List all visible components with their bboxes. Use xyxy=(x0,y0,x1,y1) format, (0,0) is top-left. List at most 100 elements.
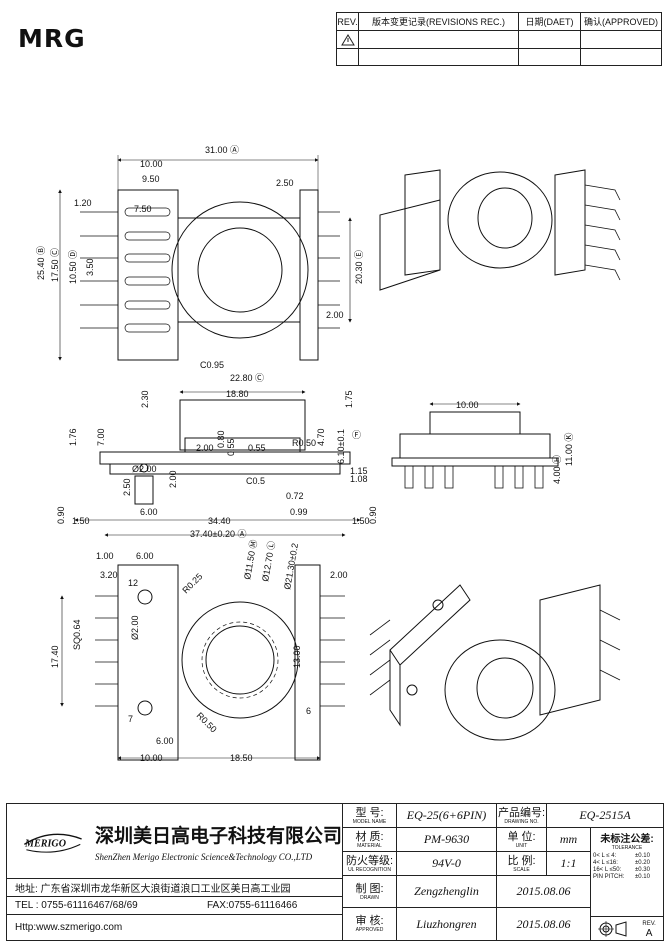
material-label: 材 质: xyxy=(355,830,384,843)
dim-text: 2.30 xyxy=(140,390,150,408)
projection-symbol-icon xyxy=(598,920,627,937)
dim-text: 31.00 Ⓐ xyxy=(205,145,239,155)
technical-drawing: 31.00 Ⓐ 10.00 9.50 2.50 1.20 7.50 25.40 … xyxy=(36,145,621,763)
sheet-rev-label: REV. xyxy=(642,920,656,927)
revision-header-row: REV. 版本变更记录(REVISIONS REC.) 日期(DAET) 确认(… xyxy=(337,13,661,31)
dim-text: 9.50 xyxy=(142,174,160,184)
fax: FAX:0755-61116466 xyxy=(207,897,343,915)
dim-text: 2.00 xyxy=(326,310,344,320)
side-view xyxy=(74,390,361,537)
revision-row xyxy=(337,31,661,49)
dim-text: 3.20 xyxy=(100,570,118,580)
dim-text: 12 xyxy=(128,578,138,588)
dim-text: 1.15 xyxy=(350,466,368,476)
revision-row xyxy=(337,49,661,66)
dim-text: 1.50 xyxy=(72,516,90,526)
dim-text: 17.50 Ⓒ xyxy=(50,248,60,282)
dim-text: 6 xyxy=(306,706,311,716)
dim-text: Ø21.30±0.2 xyxy=(282,542,300,590)
tolerance-range: 16< L ≤50: xyxy=(593,867,622,873)
dim-text: 1.75 xyxy=(344,390,354,408)
approved-date: 2015.08.06 xyxy=(497,908,591,940)
dim-text: 2.50 xyxy=(276,178,294,188)
dim-text: 6.00 xyxy=(156,736,174,746)
dim-text: 2.50 xyxy=(122,478,132,496)
rev-triangle-icon xyxy=(337,31,359,48)
dim-text: 10.00 xyxy=(140,753,163,763)
dim-text: 20.30 Ⓔ xyxy=(354,250,364,284)
scale-value: 1:1 xyxy=(547,852,591,876)
sheet-rev-value: A xyxy=(645,927,653,939)
title-block: MERIGO 深圳美日高电子科技有限公司 ShenZhen Merigo Ele… xyxy=(6,803,664,941)
revision-table: REV. 版本变更记录(REVISIONS REC.) 日期(DAET) 确认(… xyxy=(336,12,662,66)
dim-text: Ø11.50 Ⓜ xyxy=(242,539,259,580)
dim-text: SQ0.64 xyxy=(72,619,82,650)
dim-text: 7.50 xyxy=(134,204,152,214)
dim-text: 18.80 xyxy=(226,389,249,399)
revisions-col-header: 版本变更记录(REVISIONS REC.) xyxy=(359,13,519,30)
drawing-no-value: EQ-2515A xyxy=(547,804,663,828)
company-name-en: ShenZhen Merigo Electronic Science&Techn… xyxy=(94,851,313,862)
tolerance-range: 0< L ≤ 4: xyxy=(593,853,617,859)
bottom-view xyxy=(60,564,345,761)
drawn-label: 制 图: xyxy=(355,882,384,895)
tolerance-value: ±0.10 xyxy=(635,874,650,880)
dim-text: 18.50 xyxy=(230,753,253,763)
dim-text: 2.00 xyxy=(196,443,214,453)
merigo-logo-icon: MERIGO xyxy=(24,833,82,853)
tolerance-sub: TOLERANCE xyxy=(611,845,643,851)
dim-text: 25.40 Ⓑ xyxy=(36,246,46,280)
dim-text: 0.99 xyxy=(290,507,308,517)
dim-text: 7.00 xyxy=(96,428,106,446)
dim-text: 1.00 xyxy=(96,551,114,561)
tel: TEL : 0755-61116467/68/69 xyxy=(7,897,207,915)
dim-text: 1.76 xyxy=(68,428,78,446)
tolerance-value: ±0.10 xyxy=(635,853,650,859)
dim-text: R0.50 xyxy=(292,438,316,448)
end-view xyxy=(391,402,559,489)
tolerance-range: PIN PITCH: xyxy=(593,874,625,880)
dim-text: C0.5 xyxy=(246,476,265,486)
unit-value: mm xyxy=(547,828,591,852)
svg-text:MERIGO: MERIGO xyxy=(24,838,66,849)
dim-text: 1.50 xyxy=(352,516,370,526)
dim-text: 1.20 xyxy=(74,198,92,208)
dim-text: 22.80 Ⓒ xyxy=(230,373,264,383)
company-name-cn: 深圳美日高电子科技有限公司 xyxy=(94,824,342,847)
drawn-name: Zengzhenglin xyxy=(397,876,497,908)
dim-text: 0.80 xyxy=(216,430,226,448)
dim-text: 0.90 xyxy=(368,506,378,524)
iso-view-bottom xyxy=(369,584,621,741)
bottom-view-dimensions: 1.00 6.00 3.20 R0.25 Ø11.50 Ⓜ Ø12.70 Ⓛ Ø… xyxy=(50,539,348,763)
model-label: 型 号: xyxy=(355,806,384,819)
website-link[interactable]: Http:www.szmerigo.com xyxy=(7,915,343,940)
iso-view-top xyxy=(379,169,621,291)
dim-text: 0.55 xyxy=(226,438,236,456)
drawn-date: 2015.08.06 xyxy=(497,876,591,908)
tolerance-value: ±0.20 xyxy=(635,860,650,866)
dim-text: 2.00 xyxy=(330,570,348,580)
dim-text: 0.72 xyxy=(286,491,304,501)
dim-text: 7 xyxy=(128,714,133,724)
dim-text: 1.08 xyxy=(350,474,368,484)
dim-text: 11.00 Ⓚ xyxy=(564,433,574,466)
top-view xyxy=(58,155,352,361)
dim-text: 3.50 xyxy=(85,258,95,276)
dim-text: 10.00 xyxy=(456,400,479,410)
flame-label: 防火等级: xyxy=(345,854,394,867)
dim-text: 13.00 xyxy=(292,645,302,668)
flame-value: 94V-0 xyxy=(397,852,497,876)
dim-text: Ⓕ xyxy=(352,430,361,440)
tolerance-title: 未标注公差: xyxy=(600,834,654,845)
dim-text: 4.70 xyxy=(316,428,326,446)
dim-text: 6.10±0.1 xyxy=(336,429,346,464)
dim-text: 0.90 xyxy=(56,506,66,524)
dim-text: R0.25 xyxy=(180,571,204,595)
side-view-dimensions: 22.80 Ⓒ 18.80 2.30 1.75 1.76 7.00 2.00 0… xyxy=(56,373,378,539)
mrg-logo: MRG xyxy=(18,24,86,53)
date-col-header: 日期(DAET) xyxy=(519,13,581,30)
rev-col-header: REV. xyxy=(337,13,359,30)
dim-text: 17.40 xyxy=(50,645,60,668)
dim-text: Ø2.00 xyxy=(132,464,157,474)
